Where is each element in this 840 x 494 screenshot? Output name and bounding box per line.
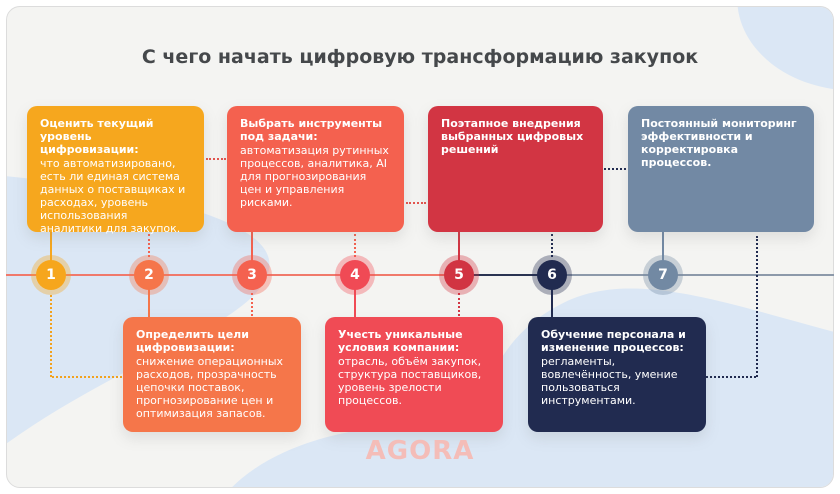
timeline-segment-middle: [459, 274, 552, 276]
connector-dotted-step5-down: [458, 293, 460, 316]
card-step-2-heading: Определить цели цифровизации:: [136, 328, 249, 354]
card-step-5-heading: Поэтапное внедрения выбранных цифровых р…: [441, 117, 584, 156]
timeline-step-2: 2: [129, 255, 169, 295]
timeline-step-1: 1: [31, 255, 71, 295]
card-step-1-body: что автоматизировано, есть ли единая сис…: [40, 156, 186, 235]
page-title: С чего начать цифровую трансформацию зак…: [141, 46, 699, 68]
card-step-3: Выбрать инструменты под задачи: автомати…: [227, 106, 404, 232]
connector-dotted-cards-1-2: [206, 158, 226, 160]
card-step-7-heading: Постоянный мониторинг эффективности и ко…: [641, 117, 797, 169]
connector-solid-step4: [354, 288, 356, 318]
card-step-1: Оценить текущий уровень цифровизации: чт…: [27, 106, 204, 235]
connector-dotted-step6-up: [551, 234, 553, 257]
step-number-7: 7: [658, 267, 668, 283]
connector-dotted-left-horizontal: [52, 376, 122, 378]
timeline-segment-right: [552, 274, 834, 276]
connector-dotted-step2-up: [148, 234, 150, 257]
timeline-step-5: 5: [439, 255, 479, 295]
card-step-2: Определить цели цифровизации: снижение о…: [123, 317, 301, 432]
card-step-4-heading: Учесть уникальные условия компании:: [338, 328, 463, 354]
card-step-4-body: отрасль, объём закупок, структура постав…: [338, 354, 482, 407]
timeline-step-6: 6: [532, 255, 572, 295]
step-number-6: 6: [547, 267, 557, 283]
connector-solid-step7: [662, 230, 664, 262]
step-number-4: 4: [350, 267, 360, 283]
agora-logo: AGORA: [365, 436, 475, 466]
timeline-step-4: 4: [335, 255, 375, 295]
step-number-2: 2: [144, 267, 154, 283]
step-number-1: 1: [46, 267, 56, 283]
timeline-step-7: 7: [643, 255, 683, 295]
connector-dotted-step3-down: [251, 293, 253, 316]
connector-dotted-step4-up: [354, 234, 356, 257]
connector-solid-step5: [458, 230, 460, 262]
connector-solid-step6: [551, 288, 553, 318]
card-step-6-heading: Обучение персонала и изменение процессов…: [541, 328, 686, 354]
card-step-5: Поэтапное внедрения выбранных цифровых р…: [428, 106, 603, 232]
connector-dotted-right-vertical: [756, 236, 758, 377]
card-step-3-body: автоматизация рутинных процессов, аналит…: [240, 143, 389, 209]
timeline-step-3: 3: [232, 255, 272, 295]
connector-dotted-left-vertical: [50, 295, 52, 377]
connector-solid-step1: [50, 230, 52, 262]
connector-dotted-right-horizontal: [706, 376, 756, 378]
step-number-5: 5: [454, 267, 464, 283]
card-step-1-heading: Оценить текущий уровень цифровизации:: [40, 117, 154, 156]
card-step-7: Постоянный мониторинг эффективности и ко…: [628, 106, 814, 232]
card-step-2-body: снижение операционных расходов, прозрачн…: [136, 354, 284, 420]
card-step-6-body: регламенты, вовлечённость, умение пользо…: [541, 354, 678, 407]
connector-dotted-cards-3-4: [604, 168, 626, 170]
connector-dotted-cards-2-3: [406, 202, 426, 204]
step-number-3: 3: [247, 267, 257, 283]
connector-solid-step3: [251, 230, 253, 262]
card-step-6: Обучение персонала и изменение процессов…: [528, 317, 706, 432]
connector-solid-step2: [148, 288, 150, 318]
card-step-4: Учесть уникальные условия компании: отра…: [325, 317, 503, 432]
card-step-3-heading: Выбрать инструменты под задачи:: [240, 117, 383, 143]
